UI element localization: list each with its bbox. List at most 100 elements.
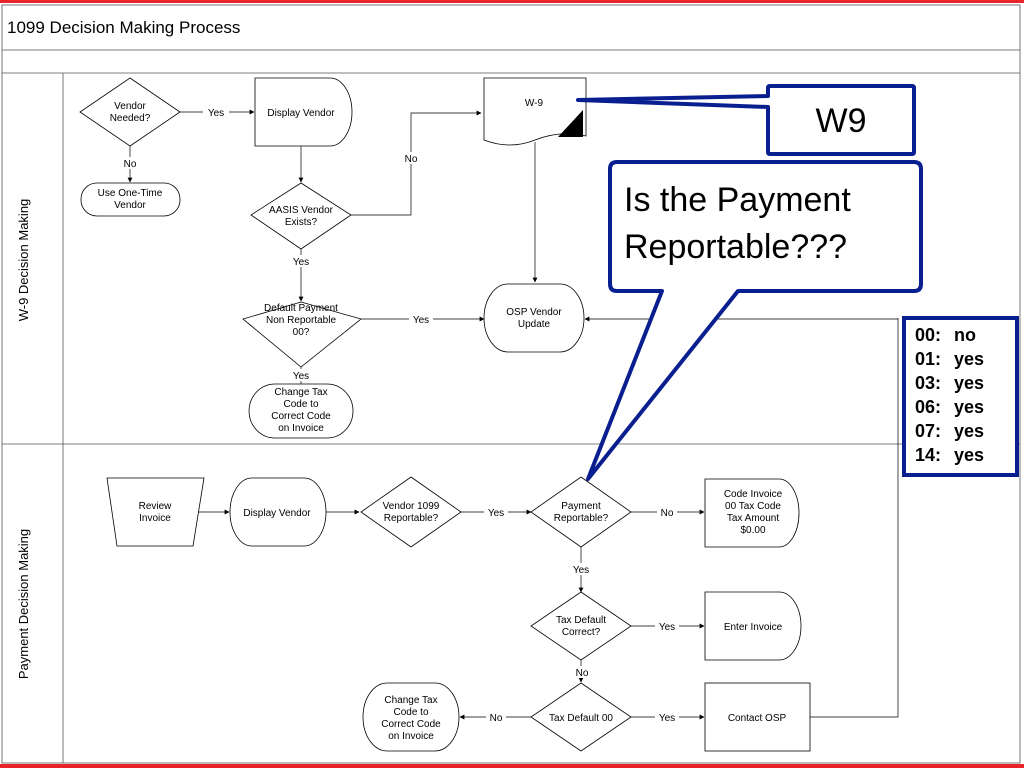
svg-text:Display Vendor: Display Vendor [243, 508, 311, 519]
tax-code-value: yes [954, 397, 984, 417]
svg-text:00?: 00? [293, 327, 310, 338]
frame-bottom-bar [0, 764, 1024, 768]
edge-label-bg [569, 563, 593, 575]
node-change-tax-code-1: Change Tax Code to Correct Code on Invoi… [248, 383, 354, 439]
node-display-vendor-2: Display Vendor [229, 477, 327, 547]
frame-top-bar [0, 0, 1024, 3]
edge-label-bg [572, 666, 592, 678]
edge-label-bg [655, 620, 679, 632]
tax-code-key: 07: [915, 421, 941, 441]
svg-text:on Invoice: on Invoice [388, 731, 434, 742]
svg-text:Review: Review [139, 501, 173, 512]
node-aasis-vendor-exists: AASIS Vendor Exists? [250, 182, 352, 250]
edge-label-yes: Yes [293, 371, 309, 382]
edge-contact-osp-to-update [584, 316, 899, 322]
edge-label-bg [409, 313, 433, 325]
svg-text:Update: Update [518, 319, 551, 330]
edge-label-yes: Yes [659, 713, 675, 724]
tax-code-value: yes [954, 421, 984, 441]
edge-label-yes: Yes [208, 108, 224, 119]
svg-text:AASIS Vendor: AASIS Vendor [269, 205, 334, 216]
tax-code-value: yes [954, 445, 984, 465]
w9-pointer-triangle [558, 110, 583, 137]
svg-text:on Invoice: on Invoice [278, 423, 324, 434]
tax-code-key: 03: [915, 373, 941, 393]
svg-text:Use One-Time: Use One-Time [98, 188, 163, 199]
svg-text:00 Tax Code: 00 Tax Code [725, 501, 781, 512]
tax-code-key: 00: [915, 325, 941, 345]
node-tax-default-00: Tax Default 00 [530, 682, 632, 752]
edge-label-no: No [490, 713, 503, 724]
tax-code-key: 01: [915, 349, 941, 369]
svg-text:Code Invoice: Code Invoice [724, 489, 783, 500]
edge-label-bg [289, 255, 313, 267]
node-vendor-needed: Vendor Needed? [79, 77, 181, 147]
svg-text:Change Tax: Change Tax [274, 387, 327, 398]
tax-code-key: 14: [915, 445, 941, 465]
edge-label-yes: Yes [659, 622, 675, 633]
svg-text:Correct Code: Correct Code [381, 719, 441, 730]
diagram-border [1, 4, 1021, 764]
node-vendor-1099-reportable: Vendor 1099 Reportable? [360, 476, 462, 548]
tax-code-value: no [954, 325, 976, 345]
svg-text:Is the Payment: Is the Payment [624, 181, 851, 219]
lane-label-w9: W-9 Decision Making [16, 199, 31, 322]
svg-text:Tax Default: Tax Default [556, 615, 606, 626]
svg-text:Display Vendor: Display Vendor [267, 108, 335, 119]
node-enter-invoice: Enter Invoice [704, 591, 802, 661]
node-use-one-time-vendor: Use One-Time Vendor [80, 182, 181, 217]
edge-label-no: No [405, 154, 418, 165]
svg-text:Code to: Code to [393, 707, 428, 718]
callout-w9: W9 [576, 84, 916, 156]
node-contact-osp: Contact OSP [704, 682, 811, 752]
svg-text:Invoice: Invoice [139, 513, 171, 524]
tax-code-key: 06: [915, 397, 941, 417]
svg-text:Payment: Payment [561, 501, 601, 512]
svg-text:Code to: Code to [283, 399, 318, 410]
edge-label-bg [289, 369, 313, 381]
svg-text:W9: W9 [816, 102, 867, 140]
tax-code-list: 00: no 01: yes 03: yes 06: yes 07: yes 14: yes [902, 316, 1019, 477]
edge-label-bg [120, 157, 140, 169]
edge-label-bg [203, 106, 229, 118]
svg-text:Vendor: Vendor [114, 101, 146, 112]
tax-code-value: yes [954, 349, 984, 369]
svg-text:$0.00: $0.00 [740, 525, 765, 536]
svg-text:Correct?: Correct? [562, 627, 601, 638]
node-payment-reportable: Payment Reportable? [530, 476, 632, 548]
svg-text:Change Tax: Change Tax [384, 695, 437, 706]
svg-text:Enter Invoice: Enter Invoice [724, 622, 783, 633]
edge-label-bg [657, 506, 677, 518]
edge-label-yes: Yes [293, 257, 309, 268]
node-default-payment: Default Payment Non Reportable 00? [242, 301, 362, 368]
svg-text:Reportable?: Reportable? [554, 513, 609, 524]
callout-payment-reportable: Is the Payment Reportable??? [586, 160, 923, 481]
node-osp-vendor-update: OSP Vendor Update [483, 283, 585, 353]
svg-text:Default Payment: Default Payment [264, 303, 338, 314]
edge-label-yes: Yes [573, 565, 589, 576]
edge-label-no: No [124, 159, 137, 170]
edge-label-bg [486, 711, 506, 723]
edge-contact-osp-return [810, 319, 899, 718]
node-tax-default-correct: Tax Default Correct? [530, 591, 632, 661]
edge-label-yes: Yes [488, 508, 504, 519]
edge-label-no: No [576, 668, 589, 679]
svg-text:Needed?: Needed? [110, 113, 151, 124]
edge-label-bg [401, 152, 421, 164]
node-code-invoice: Code Invoice 00 Tax Code Tax Amount $0.0… [704, 478, 800, 548]
node-review-invoice: Review Invoice [106, 477, 205, 547]
svg-text:Tax Amount: Tax Amount [727, 513, 779, 524]
svg-text:OSP Vendor: OSP Vendor [506, 307, 562, 318]
diagram-title: 1099 Decision Making Process [7, 18, 240, 37]
tax-code-value: yes [954, 373, 984, 393]
edge-label-yes: Yes [413, 315, 429, 326]
lane-label-payment: Payment Decision Making [16, 529, 31, 679]
edge-label-bg [655, 711, 679, 723]
node-change-tax-code-2: Change Tax Code to Correct Code on Invoi… [362, 682, 460, 752]
svg-text:Vendor: Vendor [114, 200, 146, 211]
svg-text:Non Reportable: Non Reportable [266, 315, 336, 326]
edge-label-bg [484, 506, 508, 518]
svg-text:Tax Default 00: Tax Default 00 [549, 713, 613, 724]
node-display-vendor-1: Display Vendor [254, 77, 353, 147]
